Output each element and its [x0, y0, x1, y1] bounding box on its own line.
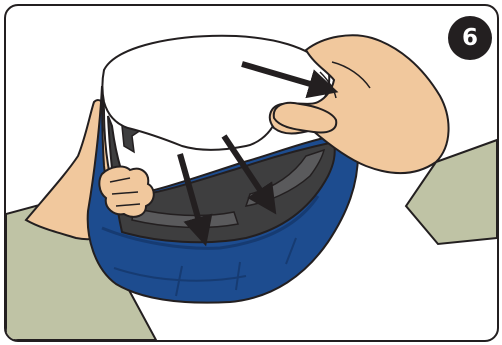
- illustration-frame: 6: [4, 4, 499, 342]
- helmet-illustration: [6, 6, 497, 340]
- step-number-badge: 6: [448, 16, 492, 60]
